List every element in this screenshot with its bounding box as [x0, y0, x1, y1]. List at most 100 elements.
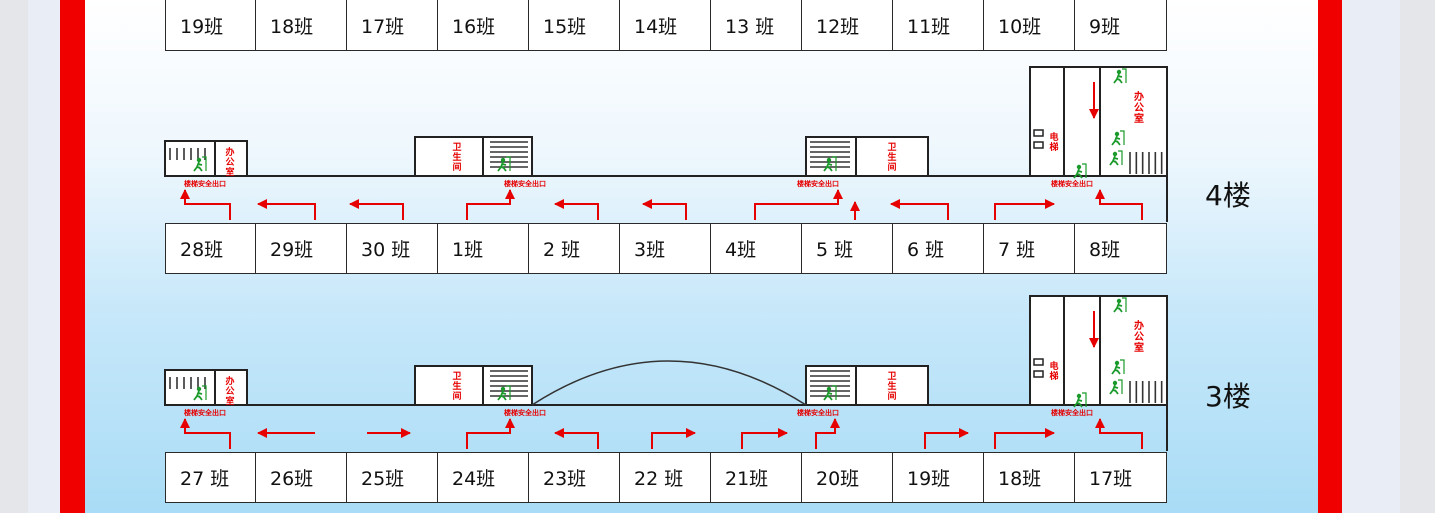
classroom: 23班 — [529, 452, 620, 503]
exit-runner-head — [1116, 69, 1122, 75]
classroom: 8班 — [1075, 223, 1167, 274]
staircase-icon — [1129, 381, 1163, 403]
classroom: 9班 — [1075, 0, 1167, 51]
exit-door — [1082, 392, 1087, 407]
exit-runner-body — [1111, 135, 1121, 146]
restroom-label: 卫生间 — [452, 371, 461, 402]
exit-runner-body — [497, 161, 507, 172]
emergency-exit-icon — [1111, 359, 1125, 375]
classroom: 2 班 — [529, 223, 620, 274]
floor-3-classroom-row: 27 班 26班 25班 24班 23班 22 班 21班 20班 19班 18… — [165, 452, 1167, 503]
elevator-door — [1033, 141, 1044, 149]
arrow-icon — [1095, 189, 1143, 220]
exit-door — [1122, 68, 1127, 83]
emergency-exit-icon — [1113, 297, 1127, 313]
emergency-exit-icon — [1113, 68, 1127, 84]
emergency-exit-icon — [1109, 150, 1123, 166]
exit-door — [1082, 163, 1087, 178]
floor-4-label: 4楼 — [1205, 179, 1251, 212]
emergency-exit-icon — [497, 156, 511, 172]
exit-runner-body — [497, 390, 507, 401]
exit-label: 楼梯安全出口 — [797, 179, 839, 188]
classroom: 19班 — [893, 452, 984, 503]
arrow-icon — [890, 199, 949, 220]
exit-runner-body — [1111, 364, 1121, 375]
classroom: 11班 — [893, 0, 984, 51]
office-label: 办公室 — [1134, 90, 1144, 125]
arrow-icon — [815, 418, 840, 449]
classroom: 18班 — [984, 452, 1075, 503]
emergency-exit-icon — [823, 156, 837, 172]
classroom: 5 班 — [802, 223, 893, 274]
arrow-icon — [554, 428, 599, 449]
classroom: 17班 — [347, 0, 438, 51]
emergency-exit-icon — [823, 385, 837, 401]
classroom: 13 班 — [711, 0, 802, 51]
office-label: 办公室 — [225, 375, 234, 407]
restroom-label: 卫生间 — [887, 371, 896, 402]
staircase-icon — [1129, 152, 1163, 174]
office-label: 办公室 — [1134, 319, 1144, 354]
exit-door — [1120, 359, 1125, 374]
emergency-exit-icon — [193, 156, 207, 172]
classroom: 4班 — [711, 223, 802, 274]
exit-runner-head — [1114, 131, 1120, 137]
office-label: 办公室 — [225, 146, 234, 178]
classroom: 29班 — [256, 223, 347, 274]
exit-runner-body — [823, 390, 833, 401]
arrow-icon — [554, 199, 599, 220]
exit-label: 楼梯安全出口 — [1051, 408, 1093, 417]
elevator-door — [1033, 370, 1044, 378]
exit-runner-body — [1109, 384, 1119, 395]
right-end-block — [1029, 66, 1168, 177]
exit-runner-head — [826, 386, 832, 392]
exit-door — [832, 385, 837, 400]
classroom: 25班 — [347, 452, 438, 503]
exit-runner-head — [826, 157, 832, 163]
elevator-label: 电梯 — [1049, 360, 1058, 382]
exit-runner-body — [193, 161, 203, 172]
exit-runner-body — [823, 161, 833, 172]
exit-door — [506, 385, 511, 400]
exit-runner-body — [1073, 397, 1083, 408]
classroom: 7 班 — [984, 223, 1075, 274]
restroom-label: 卫生间 — [452, 142, 461, 173]
classroom: 20班 — [802, 452, 893, 503]
exit-label: 楼梯安全出口 — [504, 408, 546, 417]
restroom-label: 卫生间 — [887, 142, 896, 173]
staircase-icon — [169, 148, 206, 160]
exit-label: 楼梯安全出口 — [797, 408, 839, 417]
arrow-icon — [994, 199, 1055, 220]
floor-4-classroom-row: 28班 29班 30 班 1班 2 班 3班 4班 5 班 6 班 7 班 8班 — [165, 223, 1167, 274]
exit-runner-head — [1112, 380, 1118, 386]
classroom: 6 班 — [893, 223, 984, 274]
exit-label: 楼梯安全出口 — [184, 408, 226, 417]
arrow-icon — [180, 189, 231, 220]
emergency-exit-icon — [1109, 379, 1123, 395]
classroom: 18班 — [256, 0, 347, 51]
emergency-exit-icon — [497, 385, 511, 401]
classroom: 19班 — [165, 0, 256, 51]
classroom: 17班 — [1075, 452, 1167, 503]
exit-label: 楼梯安全出口 — [1051, 179, 1093, 188]
exit-door — [1118, 150, 1123, 165]
staircase-icon — [490, 370, 528, 397]
exit-door — [202, 156, 207, 171]
exit-door — [506, 156, 511, 171]
elevator-door — [1033, 129, 1044, 137]
floor-3-label: 3楼 — [1205, 380, 1251, 413]
exit-runner-head — [1076, 393, 1082, 399]
top-classroom-row: 19班 18班 17班 16班 15班 14班 13 班 12班 11班 10班… — [165, 0, 1167, 51]
arrow-icon — [257, 199, 316, 220]
classroom: 12班 — [802, 0, 893, 51]
staircase-icon — [810, 370, 850, 397]
exit-runner-head — [500, 386, 506, 392]
exit-runner-body — [1113, 73, 1123, 84]
exit-door — [832, 156, 837, 171]
exit-runner-body — [1073, 168, 1083, 179]
exit-runner-body — [1113, 302, 1123, 313]
